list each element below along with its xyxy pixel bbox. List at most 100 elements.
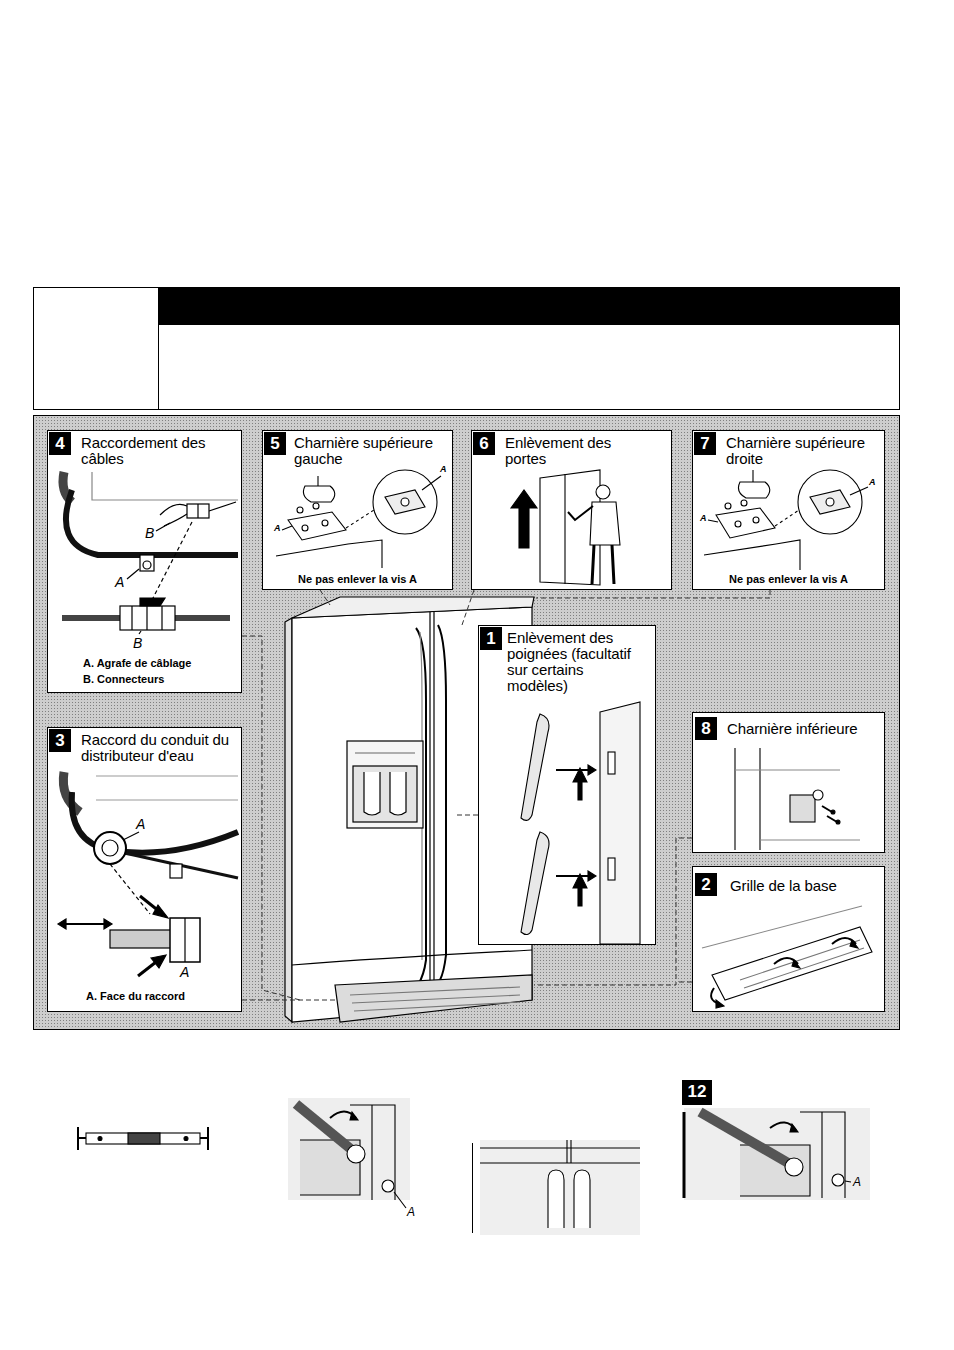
stippled-ground <box>34 416 900 1030</box>
refrigerator <box>429 612 430 990</box>
part-letter: B <box>133 636 142 650</box>
panel-ground <box>47 430 242 693</box>
refrigerator <box>390 772 406 815</box>
cable-illustration <box>140 555 154 571</box>
water-line-illustration <box>170 864 182 878</box>
leader-dashes <box>536 590 770 598</box>
step-number: 3 <box>49 729 71 752</box>
step-badge: 12 <box>682 1080 712 1105</box>
step-title: Charnière supérieure gauche <box>294 435 451 467</box>
separator-line <box>472 1143 473 1233</box>
handle-removal-illustration <box>573 874 587 906</box>
hinge-right-illustration <box>716 508 775 538</box>
part-letter: A <box>700 514 707 523</box>
cable-illustration <box>62 472 238 634</box>
step-number: 1 <box>480 627 502 650</box>
hinge-adjust-illustration <box>347 1145 365 1163</box>
level-illustration <box>184 1137 188 1141</box>
water-line-illustration <box>110 864 150 914</box>
door-removal-illustration <box>564 474 565 584</box>
door-removal-illustration <box>590 502 620 545</box>
handle-removal-illustration <box>521 702 640 944</box>
step-title: Raccord du conduit du distributeur d'eau <box>81 732 239 764</box>
panel-ground <box>692 712 885 853</box>
part-letter: B <box>145 526 154 540</box>
hinge-right-illustration <box>798 470 862 534</box>
header-box <box>34 288 900 410</box>
cable-illustration <box>140 598 165 606</box>
door-gap-illustration <box>480 1148 640 1163</box>
cable-illustration <box>160 502 236 526</box>
hinge-right-illustration <box>826 498 834 506</box>
part-letter: A <box>274 524 281 533</box>
hinge-right-illustration <box>752 470 753 482</box>
handle-removal-illustration <box>521 832 549 935</box>
step-number: 7 <box>694 432 716 455</box>
cable-illustration <box>127 569 139 579</box>
hinge-left-illustration <box>313 503 319 509</box>
hinge-right-illustration <box>725 503 731 509</box>
hinge-right-illustration <box>850 487 868 495</box>
hinge-adjust-illustration <box>845 1181 851 1182</box>
water-line-illustration <box>151 955 166 968</box>
hinge-right-illustration <box>741 500 747 506</box>
level-illustration <box>86 1133 200 1144</box>
leader-dashes <box>242 1000 336 1001</box>
door-gap-illustration <box>480 1140 640 1235</box>
refrigerator <box>347 741 423 828</box>
step-panel: 7Charnière supérieure droiteNe pas enlev… <box>692 430 885 590</box>
level-illustration <box>98 1137 102 1141</box>
hinge-left-illustration <box>302 525 308 531</box>
hinge-left-illustration <box>276 540 382 568</box>
water-line-illustration <box>170 918 200 962</box>
separator-line <box>472 1143 473 1233</box>
hinge-left-illustration <box>276 470 441 568</box>
refrigerator <box>353 766 417 822</box>
level-illustration <box>78 1127 208 1150</box>
water-line-illustration <box>66 923 104 925</box>
hinge-left-illustration <box>346 510 374 528</box>
handle-removal-illustration <box>608 858 615 880</box>
water-line-illustration <box>110 930 172 948</box>
panel-ground <box>692 430 885 590</box>
part-letter: A <box>136 817 145 831</box>
panel-ground <box>692 866 885 1012</box>
lower-hinge-illustration <box>735 770 860 840</box>
hinge-right-illustration <box>810 490 850 514</box>
step-title: Enlèvement des portes <box>505 435 655 467</box>
water-line-illustration <box>58 772 238 976</box>
hinge-left-illustration <box>317 476 318 486</box>
refrigerator <box>355 752 415 753</box>
hinge-right-illustration <box>753 517 759 523</box>
leader-dashes <box>676 982 692 983</box>
handle-removal-illustration <box>588 871 596 881</box>
panel-ground <box>471 430 672 590</box>
step-panel: 6Enlèvement des portes <box>471 430 672 590</box>
lower-hinge-illustration <box>790 795 815 822</box>
step-number: 12 <box>682 1080 712 1104</box>
step-panel: 2Grille de la base <box>692 866 885 1012</box>
hinge-left-illustration <box>401 498 409 506</box>
handle-removal-illustration <box>556 875 588 877</box>
hinge-left-illustration <box>288 512 346 540</box>
step-panel: 4Raccordement des câblesA. Agrafe de câb… <box>47 430 242 693</box>
cable-illustration <box>139 631 141 634</box>
hinge-adjust-illustration <box>288 1098 410 1208</box>
hinge-right-illustration <box>738 482 769 498</box>
refrigerator <box>285 618 292 1022</box>
door-gap-illustration <box>480 1140 640 1235</box>
step-panel: 1Enlèvement des poignées (facultatif sur… <box>478 625 656 945</box>
panel-ground <box>262 430 453 590</box>
refrigerator <box>292 950 532 965</box>
panel-ground <box>47 430 885 1012</box>
step-number: 5 <box>264 432 286 455</box>
cable-illustration <box>66 490 238 555</box>
panel-ground <box>478 625 656 945</box>
cable-illustration <box>152 522 192 600</box>
water-line-illustration <box>120 852 238 878</box>
hinge-left-illustration <box>373 470 437 534</box>
leader-dashes <box>320 590 330 605</box>
water-line-illustration <box>138 962 156 976</box>
part-letter: A <box>115 575 124 589</box>
handle-removal-illustration <box>573 768 587 800</box>
